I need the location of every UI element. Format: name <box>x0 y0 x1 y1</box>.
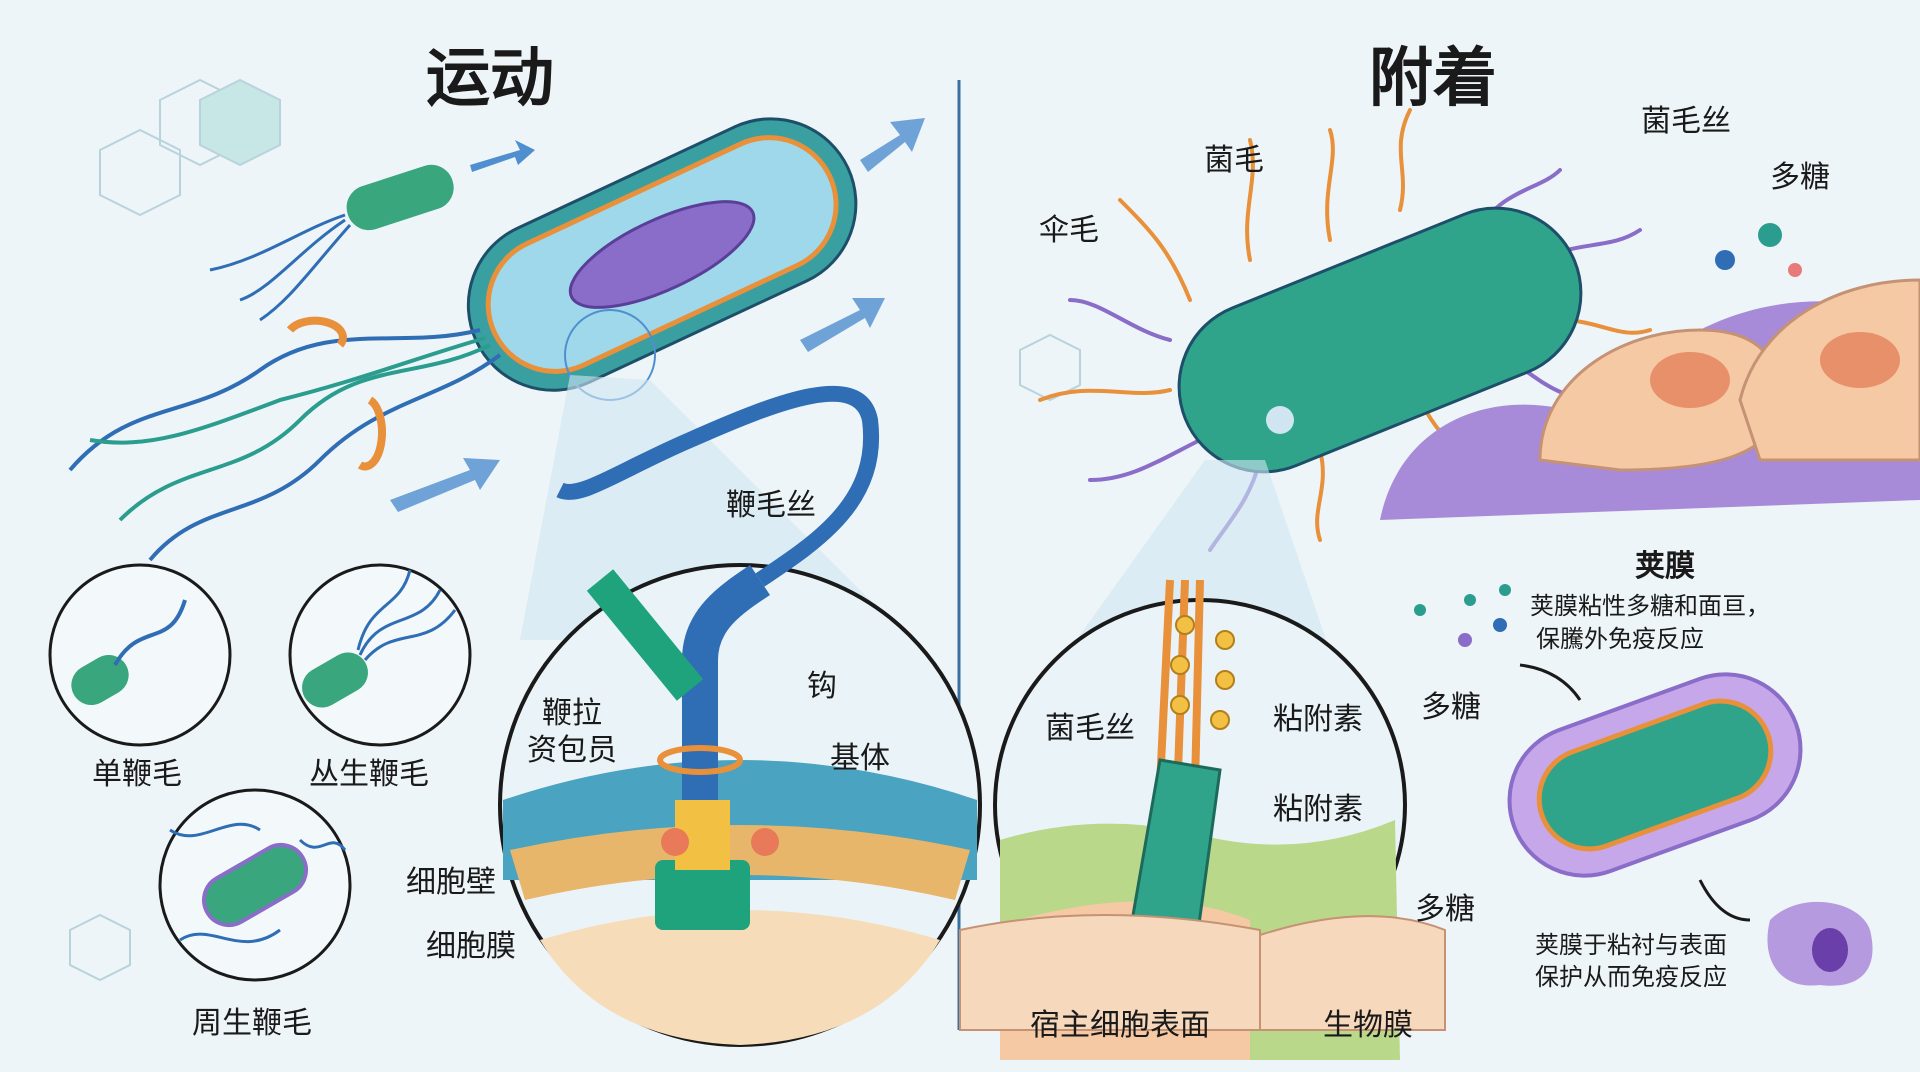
capsule-desc-1: 荚膜粘性多糖和面亘， <box>1530 592 1770 620</box>
label-biofilm: 生物膜 <box>1323 1008 1413 1043</box>
label-cell-membrane: 细胞膜 <box>426 929 516 964</box>
label-fimbriae: 伞毛 <box>1039 213 1099 248</box>
flagella <box>68 328 502 562</box>
label-lophotrichous: 丛生鞭毛 <box>309 757 429 792</box>
label-peritrichous: 周生鞭毛 <box>192 1006 312 1041</box>
label-pili-filament: 菌毛丝 <box>1641 104 1731 139</box>
label-monotrichous: 单鞭毛 <box>92 757 182 792</box>
label-basal-body: 基体 <box>830 741 890 776</box>
label-polysaccharide: 多糖 <box>1770 160 1830 195</box>
label-host-surface: 宿主细胞表面 <box>1030 1008 1210 1043</box>
capsule-bacterium <box>1507 672 1803 878</box>
lophotrichous-circle <box>288 563 472 747</box>
capsule-note-2: 保护从而免疫反应 <box>1535 963 1727 991</box>
adhesion-title: 附着 <box>1369 42 1497 116</box>
label-pilus-filament-zoom: 菌毛丝 <box>1045 711 1135 746</box>
label-adhesin-2: 粘附素 <box>1273 792 1363 827</box>
motility-title: 运动 <box>426 42 554 116</box>
monotrichous-circle <box>48 563 232 747</box>
motion-arrows <box>390 118 925 512</box>
label-polysaccharide-2: 多糖 <box>1421 690 1481 725</box>
label-hook: 钩 <box>807 669 837 704</box>
label-motor-1: 鞭拉 <box>542 696 602 731</box>
capsule-note-1: 荚膜于粘衬与表面 <box>1535 931 1727 959</box>
label-cell-wall: 细胞壁 <box>406 865 496 900</box>
label-pili: 菌毛 <box>1204 143 1264 178</box>
capsule-title: 荚膜 <box>1635 549 1695 584</box>
main-bacterium <box>466 117 858 392</box>
label-motor-2: 资包员 <box>527 733 617 768</box>
capsule-desc-2: 保騰外免疫反应 <box>1536 625 1704 653</box>
small-bacterium <box>346 164 454 231</box>
label-adhesin-1: 粘附素 <box>1273 702 1363 737</box>
piliated-bacterium <box>1038 108 1652 552</box>
label-polysaccharide-3: 多糖 <box>1415 892 1475 927</box>
label-filament: 鞭毛丝 <box>726 488 816 523</box>
molecule-decor <box>69 78 1081 982</box>
